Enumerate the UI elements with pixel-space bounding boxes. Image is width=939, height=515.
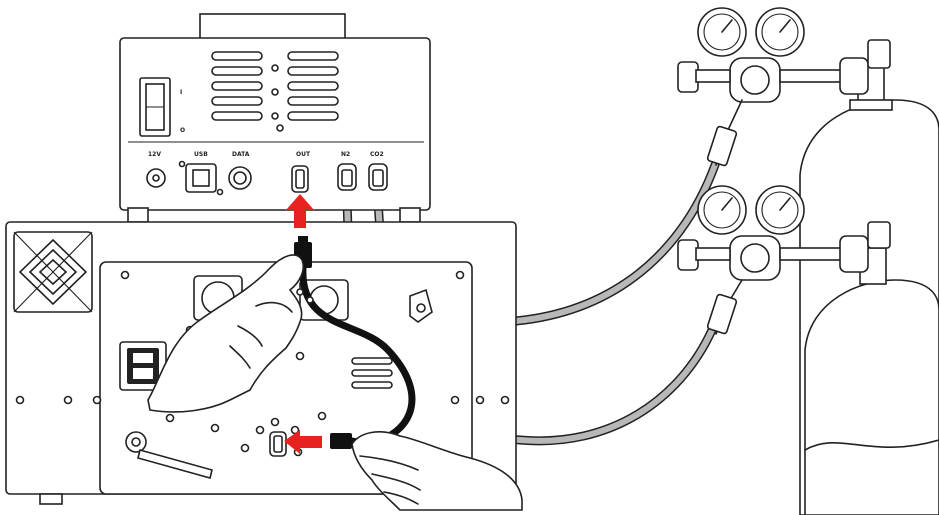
n2-adjust-knob [678,240,698,270]
n2-valve-handle [868,222,890,248]
n2-port[interactable] [338,164,356,190]
co2-adjust-knob [678,62,698,92]
power-off-label: O [180,127,185,134]
out-label: OUT [296,151,311,158]
controller-handle [200,14,345,40]
dc-in-port[interactable] [147,169,165,187]
controller-foot-left [128,208,148,222]
power-switch[interactable] [140,78,170,136]
out-port[interactable] [292,166,308,192]
usb-port[interactable] [180,162,223,195]
dc-in-label: 12V [148,151,161,158]
usb-label: USB [194,151,208,158]
side-vents [352,358,392,388]
incubator-gas-inlet[interactable] [270,432,286,456]
gas-controller: I O 12V USB DATA OUT N2 CO2 [120,14,430,222]
cable-plug-bottom [330,433,352,449]
co2-port[interactable] [369,164,387,190]
data-label: DATA [232,151,250,158]
controller-foot-right [400,208,420,222]
data-port[interactable] [229,167,251,189]
power-on-label: I [180,89,182,96]
co2-valve-handle [868,40,890,68]
n2-label: N2 [341,151,350,158]
co2-label: CO2 [370,151,384,158]
